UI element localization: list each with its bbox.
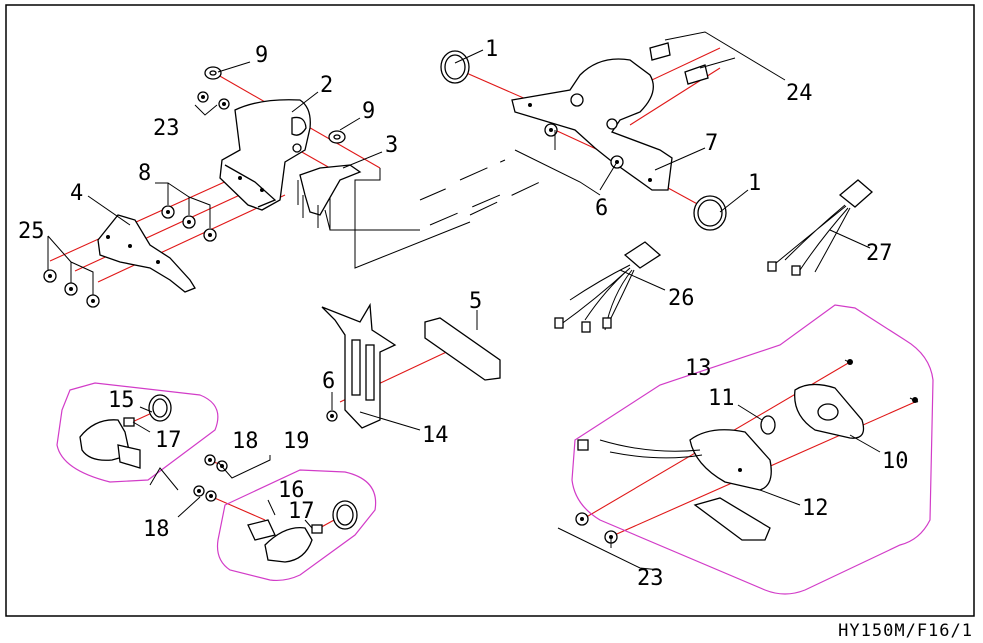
part-27-wire-harness <box>767 179 873 276</box>
callout-18: 18 <box>143 517 170 542</box>
part-23-nuts-top <box>197 91 230 110</box>
callout-23: 23 <box>153 116 180 141</box>
signal-housing-rear <box>247 519 313 563</box>
part-26-wire-harness <box>554 241 662 333</box>
callout-26: 26 <box>668 286 695 311</box>
callout-14: 14 <box>422 423 449 448</box>
callout-6: 6 <box>322 369 335 394</box>
part-12-taillight-housing <box>577 429 772 491</box>
part-2-mount-block <box>219 99 311 211</box>
part-16-signal-lens-rear <box>332 500 358 530</box>
callout-12: 12 <box>802 496 829 521</box>
part-8-nuts <box>161 205 217 242</box>
part-3-stud-bracket <box>297 164 362 231</box>
callout-25: 25 <box>18 219 45 244</box>
signal-housing-front <box>79 419 141 469</box>
part-10-taillight-lens <box>794 383 865 439</box>
callout-23: 23 <box>637 566 664 591</box>
callout-3: 3 <box>385 133 398 158</box>
taillight-gasket <box>693 497 771 541</box>
callout-13: 13 <box>685 356 712 381</box>
part-17-bulb-rear <box>311 524 323 534</box>
part-5-rear-reflector <box>424 317 501 381</box>
callout-16: 16 <box>278 478 305 503</box>
callout-27: 27 <box>866 241 893 266</box>
turn-signal-front-group <box>56 382 219 483</box>
turn-signal-rear-group <box>216 469 377 582</box>
callout-18: 18 <box>232 429 259 454</box>
callout-9: 9 <box>362 99 375 124</box>
taillight-screws <box>844 359 919 403</box>
callout-2: 2 <box>320 73 333 98</box>
part-15-signal-lens-front <box>148 394 172 422</box>
part-25-nuts <box>43 269 100 308</box>
callout-4: 4 <box>70 181 83 206</box>
assembly-dashes <box>329 159 541 269</box>
part-9-nut-top <box>204 66 222 80</box>
part-1-reflector-right <box>693 195 727 231</box>
callout-9: 9 <box>255 43 268 68</box>
part-9-nut-right <box>328 130 346 144</box>
callout-1: 1 <box>485 37 498 62</box>
part-1-reflector-top <box>440 50 470 84</box>
drawing-reference-code: HY150M/F16/1 <box>838 621 973 641</box>
leader-lines <box>47 31 881 571</box>
callout-labels: 1 1 2 3 4 5 6 6 7 8 9 9 10 11 12 13 14 1… <box>18 37 909 591</box>
part-4-side-plate <box>97 214 196 293</box>
part-18-nuts <box>193 454 228 502</box>
callout-17: 17 <box>155 428 182 453</box>
drawing-border <box>5 4 975 617</box>
callout-10: 10 <box>882 449 909 474</box>
taillight-assembly-group <box>571 304 934 595</box>
callout-7: 7 <box>705 131 718 156</box>
callout-1: 1 <box>748 171 761 196</box>
part-7-fender-bracket <box>511 58 673 191</box>
callout-8: 8 <box>138 161 151 186</box>
callout-24: 24 <box>786 81 813 106</box>
part-24-bolts <box>649 42 709 85</box>
callout-6: 6 <box>595 196 608 221</box>
part-6-nuts <box>326 123 624 422</box>
assembly-axes <box>49 47 916 538</box>
part-11-taillight-bulb <box>760 415 776 435</box>
callout-15: 15 <box>108 388 135 413</box>
callout-19: 19 <box>283 429 310 454</box>
part-14-license-bracket <box>321 302 397 429</box>
part-17-bulb-front <box>123 417 135 427</box>
callout-17: 17 <box>288 499 315 524</box>
callout-5: 5 <box>469 289 482 314</box>
callout-11: 11 <box>708 386 735 411</box>
